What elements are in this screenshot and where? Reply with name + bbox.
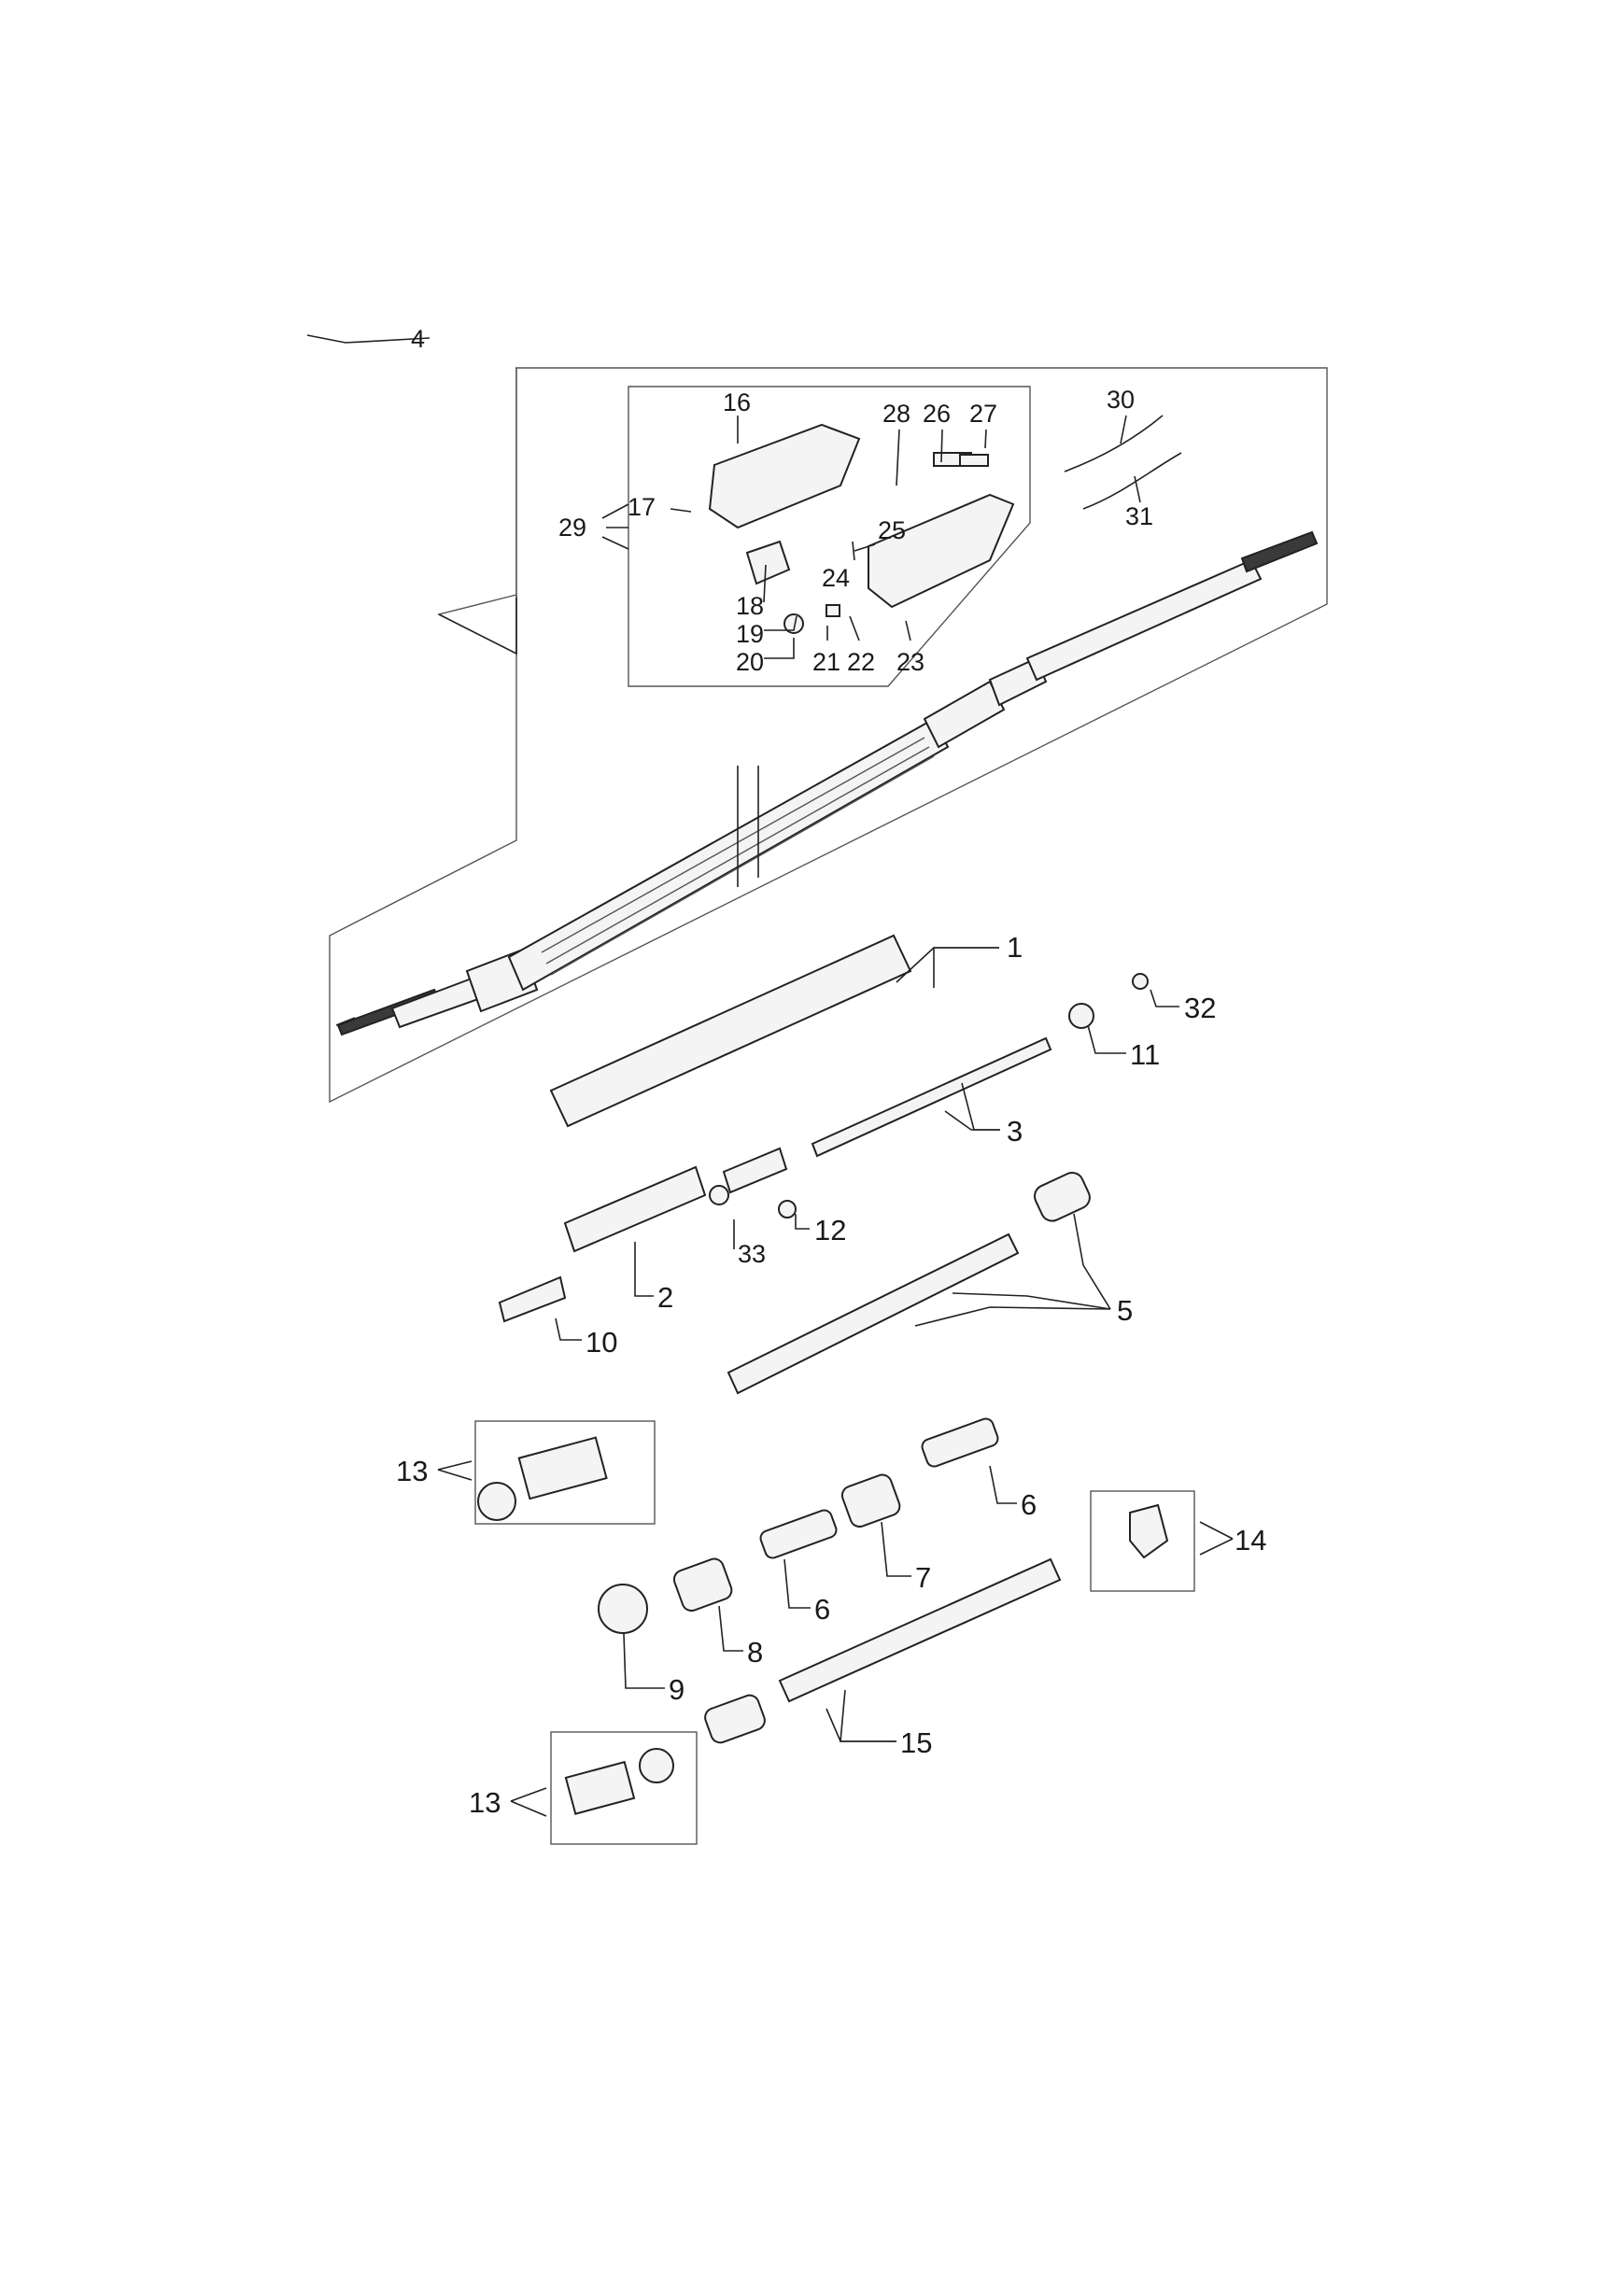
callout-14: 14 <box>1235 1524 1266 1556</box>
callout-6-lower: 6 <box>814 1593 830 1626</box>
callout-18: 18 <box>736 592 764 620</box>
callout-29: 29 <box>558 514 586 542</box>
clamp-box-14 <box>1090 1490 1195 1592</box>
callout-7: 7 <box>915 1561 931 1594</box>
callout-27: 27 <box>969 400 997 428</box>
callout-11: 11 <box>1130 1038 1160 1071</box>
callout-1: 1 <box>1007 931 1023 964</box>
callout-20: 20 <box>736 648 764 676</box>
clamp-box-upper <box>474 1420 656 1525</box>
callout-13-upper: 13 <box>396 1455 428 1487</box>
callout-17: 17 <box>628 493 656 521</box>
callout-26: 26 <box>923 400 951 428</box>
callout-30: 30 <box>1107 386 1135 414</box>
callout-9: 9 <box>669 1673 684 1706</box>
clamp-box-lower <box>550 1731 698 1845</box>
handle-parts <box>708 415 1182 634</box>
callout-33: 33 <box>738 1240 766 1268</box>
callout-16: 16 <box>723 388 751 416</box>
callout-5: 5 <box>1117 1294 1133 1327</box>
callout-2: 2 <box>657 1281 673 1314</box>
callout-31: 31 <box>1125 502 1153 530</box>
callout-3: 3 <box>1007 1115 1023 1148</box>
callout-labels: 4 29 16 17 18 19 20 21 22 23 24 25 26 27… <box>396 325 1266 1819</box>
callout-25: 25 <box>878 516 906 544</box>
leader-lines <box>306 334 1234 1817</box>
pole-assembly <box>335 530 1319 1036</box>
callout-24: 24 <box>822 564 850 592</box>
callout-21: 21 <box>812 648 840 676</box>
handle-subassembly-frame <box>628 386 1031 687</box>
callout-12: 12 <box>814 1214 846 1247</box>
callout-22: 22 <box>847 648 875 676</box>
callout-6-upper: 6 <box>1021 1488 1037 1521</box>
callout-19: 19 <box>736 620 764 648</box>
callout-4: 4 <box>411 325 425 353</box>
callout-15: 15 <box>900 1726 932 1759</box>
callout-23: 23 <box>896 648 924 676</box>
callout-32: 32 <box>1184 992 1216 1024</box>
exploded-parts <box>474 934 1195 1845</box>
callout-8: 8 <box>747 1636 763 1669</box>
callout-28: 28 <box>882 400 910 428</box>
callout-10: 10 <box>586 1326 617 1359</box>
callout-13-lower: 13 <box>469 1786 501 1819</box>
